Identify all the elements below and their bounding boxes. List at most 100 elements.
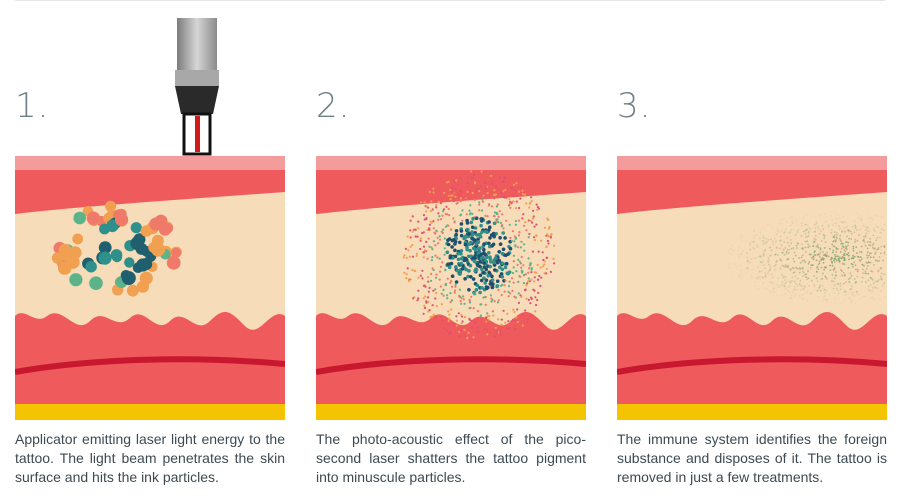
- residual-particle: [818, 260, 821, 263]
- residual-particle: [775, 246, 778, 249]
- pigment-fragment: [427, 310, 430, 313]
- pigment-fragment: [513, 310, 516, 314]
- residual-particle: [848, 281, 851, 284]
- pigment-fragment: [517, 301, 520, 304]
- residual-particle: [830, 232, 833, 234]
- residual-particle: [838, 225, 841, 227]
- pigment-fragment: [448, 255, 453, 260]
- residual-particle: [866, 247, 869, 250]
- pigment-fragment: [454, 280, 459, 284]
- pigment-fragment: [413, 269, 416, 272]
- residual-particle: [788, 285, 791, 287]
- pigment-fragment: [528, 264, 531, 267]
- residual-particle: [812, 256, 815, 258]
- pigment-fragment: [481, 200, 484, 203]
- residual-particle: [858, 297, 861, 300]
- residual-particle: [817, 245, 819, 247]
- pigment-fragment: [449, 198, 452, 201]
- residual-particle: [790, 296, 792, 299]
- residual-particle: [834, 302, 837, 304]
- residual-particle: [824, 292, 826, 294]
- pigment-fragment: [467, 288, 471, 292]
- pigment-fragment: [537, 250, 540, 253]
- pigment-fragment: [409, 229, 412, 232]
- residual-particle: [799, 261, 802, 264]
- residual-particle: [800, 224, 803, 227]
- residual-particle: [850, 302, 852, 304]
- pigment-fragment: [520, 295, 523, 298]
- pigment-fragment: [451, 186, 454, 189]
- residual-particle: [814, 227, 817, 230]
- pigment-fragment: [478, 260, 482, 264]
- residual-particle: [819, 286, 822, 288]
- pigment-fragment: [493, 197, 496, 200]
- residual-particle: [829, 302, 832, 305]
- residual-particle: [818, 253, 821, 256]
- residual-particle: [740, 236, 742, 239]
- pigment-fragment: [454, 229, 459, 233]
- pigment-fragment: [425, 250, 428, 253]
- residual-particle: [844, 231, 846, 233]
- residual-particle: [862, 272, 864, 274]
- pigment-fragment: [539, 284, 542, 288]
- pigment-fragment: [526, 318, 529, 321]
- residual-particle: [789, 282, 792, 284]
- residual-particle: [836, 259, 838, 262]
- pigment-fragment: [529, 302, 532, 305]
- pigment-fragment: [496, 301, 499, 304]
- residual-particle: [880, 277, 883, 280]
- pigment-fragment: [531, 250, 534, 253]
- residual-particle: [831, 251, 834, 254]
- residual-particle: [851, 293, 853, 296]
- residual-particle: [779, 247, 781, 250]
- pigment-fragment: [484, 303, 487, 306]
- pigment-fragment: [541, 265, 544, 268]
- pigment-fragment: [484, 267, 488, 272]
- ink-particle: [110, 249, 123, 261]
- residual-particle: [805, 291, 808, 294]
- pigment-fragment: [460, 267, 465, 271]
- pigment-fragment: [434, 244, 437, 247]
- residual-particle: [746, 259, 749, 262]
- pigment-fragment: [481, 270, 486, 275]
- residual-particle: [759, 270, 761, 273]
- residual-particle: [824, 241, 827, 243]
- residual-particle: [882, 216, 885, 218]
- pigment-fragment: [487, 241, 491, 246]
- skin-cross-section: [15, 156, 285, 420]
- residual-particle: [741, 234, 744, 237]
- pigment-fragment: [465, 197, 468, 200]
- residual-particle: [836, 248, 838, 251]
- residual-particle: [843, 282, 845, 285]
- pigment-fragment: [527, 257, 530, 260]
- pigment-fragment: [482, 242, 486, 246]
- residual-particle: [779, 235, 782, 238]
- residual-particle: [814, 216, 816, 219]
- residual-particle: [876, 280, 879, 282]
- residual-particle: [826, 251, 829, 254]
- residual-particle: [868, 261, 870, 263]
- residual-particle: [818, 286, 820, 289]
- pigment-fragment: [446, 329, 449, 332]
- residual-particle: [823, 254, 825, 257]
- residual-particle: [827, 224, 830, 227]
- residual-particle: [833, 267, 836, 269]
- residual-particle: [834, 261, 836, 263]
- residual-particle: [815, 221, 818, 224]
- residual-particle: [822, 258, 825, 261]
- pigment-fragment: [512, 194, 515, 198]
- residual-particle: [869, 241, 871, 243]
- residual-particle: [850, 257, 853, 260]
- pigment-fragment: [437, 242, 440, 245]
- pigment-fragment: [532, 209, 535, 212]
- residual-particle: [788, 291, 791, 293]
- residual-particle: [762, 264, 765, 267]
- pigment-fragment: [486, 192, 489, 195]
- residual-particle: [740, 276, 742, 279]
- pigment-fragment: [466, 181, 469, 185]
- residual-particle: [791, 222, 794, 224]
- residual-particle: [813, 237, 815, 240]
- residual-particle: [759, 237, 761, 240]
- pigment-fragment: [427, 280, 430, 283]
- residual-particle: [776, 228, 779, 231]
